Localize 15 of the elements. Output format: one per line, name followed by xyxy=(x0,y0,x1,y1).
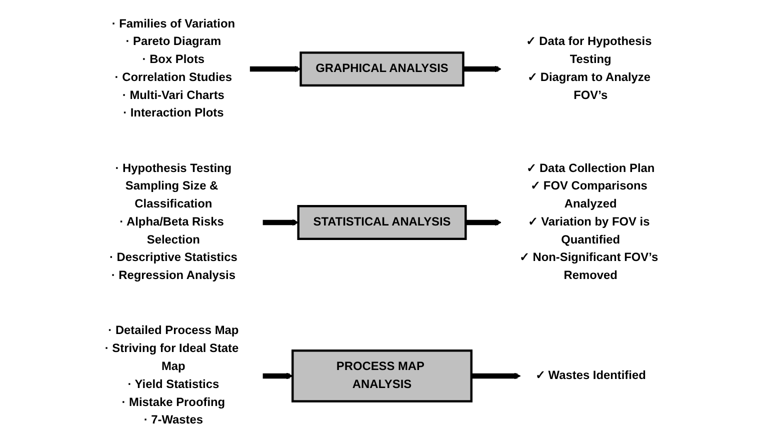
node-text: · Families of Variation · Pareto Diagram · Box Plots · Correlation Studies · Multi-Vari Charts · Interaction Plots xyxy=(112,18,236,120)
node-text: ✓ Data Collection Plan ✓ FOV Comparisons Analyzed ✓ Variation by FOV is Quantified ✓ Non-Significant FOV’s Removed xyxy=(520,162,658,282)
arrow xyxy=(262,219,299,226)
node-box: STATISTICAL ANALYSIS xyxy=(297,205,467,240)
arrow xyxy=(262,372,293,380)
arrow xyxy=(463,66,502,72)
node-text: · Hypothesis Testing Sampling Size & Classification · Alpha/Beta Risks Selection · Descriptive Statistics · Regression Analysis xyxy=(109,162,238,282)
node-text: · Detailed Process Map · Striving for Ideal State Map · Yield Statistics · Mistake Proofing · 7-Wastes xyxy=(104,324,239,427)
arrow xyxy=(250,66,302,72)
node-box: PROCESS MAP ANALYSIS xyxy=(292,350,472,402)
arrow xyxy=(471,372,521,380)
node-box: GRAPHICAL ANALYSIS xyxy=(300,52,464,87)
node-text: ✓ Wastes Identified xyxy=(535,369,646,382)
arrow xyxy=(466,219,502,226)
node-text: ✓ Data for Hypothesis Testing ✓ Diagram to Analyze FOV’s xyxy=(526,36,652,102)
